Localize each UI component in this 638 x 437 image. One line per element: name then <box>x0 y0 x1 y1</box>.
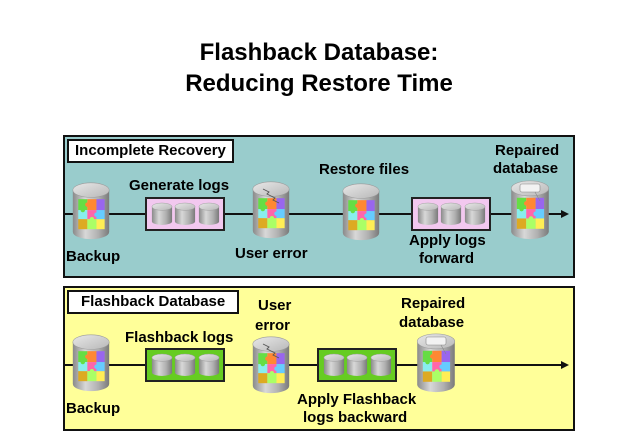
incomplete-recovery-panel: Incomplete Recovery Backup Generate logs… <box>63 135 575 278</box>
flashback-logs-label: Flashback logs <box>125 329 234 346</box>
log-file-icon <box>417 202 439 226</box>
backup-label: Backup <box>66 400 121 417</box>
log-file-icon <box>151 202 173 226</box>
backup-database-icon <box>71 332 111 394</box>
apply-flashback-label-line1: Apply Flashback <box>297 391 417 408</box>
repaired-label-line1: Repaired <box>495 142 560 159</box>
log-file-icon <box>440 202 462 226</box>
log-file-icon <box>346 353 368 377</box>
log-file-icon <box>174 202 196 226</box>
user-error-label-line1: User <box>258 297 292 314</box>
apply-flashback-label-line2: logs backward <box>303 409 408 426</box>
panel-label: Incomplete Recovery <box>67 139 234 163</box>
slide-title-line1: Flashback Database: <box>199 39 439 66</box>
user-error-label: User error <box>235 245 308 262</box>
log-file-icon <box>323 353 345 377</box>
timeline <box>65 213 561 215</box>
user-error-label-line2: error <box>255 317 291 334</box>
user-error-database-icon <box>251 179 291 241</box>
repaired-database-icon <box>415 332 457 394</box>
timeline-arrowhead <box>561 361 569 369</box>
flashback-database-panel: Flashback Database Backup Flashback logs… <box>63 286 575 431</box>
restore-files-database-icon <box>341 181 381 243</box>
repaired-database-icon <box>509 179 551 241</box>
panel-label: Flashback Database <box>67 290 240 314</box>
log-file-icon <box>370 353 392 377</box>
log-file-icon <box>174 353 196 377</box>
backup-database-icon <box>71 181 111 241</box>
log-file-icon <box>464 202 486 226</box>
backup-label: Backup <box>66 248 121 265</box>
generate-logs-box <box>145 197 225 231</box>
log-file-icon <box>151 353 173 377</box>
log-file-icon <box>198 353 220 377</box>
flashback-logs-box <box>145 348 225 382</box>
generate-logs-label: Generate logs <box>129 177 230 194</box>
apply-flashback-logs-box <box>317 348 397 382</box>
restore-files-label: Restore files <box>319 161 410 178</box>
timeline <box>65 364 561 366</box>
apply-logs-box <box>411 197 491 231</box>
user-error-database-icon <box>251 334 291 396</box>
log-file-icon <box>198 202 220 226</box>
timeline-arrowhead <box>561 210 569 218</box>
repaired-label-line2: database <box>493 160 559 177</box>
apply-logs-label-line1: Apply logs <box>409 232 486 249</box>
repaired-label-line1: Repaired <box>401 295 466 312</box>
slide-title-line2: Reducing Restore Time <box>185 70 453 97</box>
apply-logs-label-line2: forward <box>419 250 475 267</box>
repaired-label-line2: database <box>399 314 465 331</box>
